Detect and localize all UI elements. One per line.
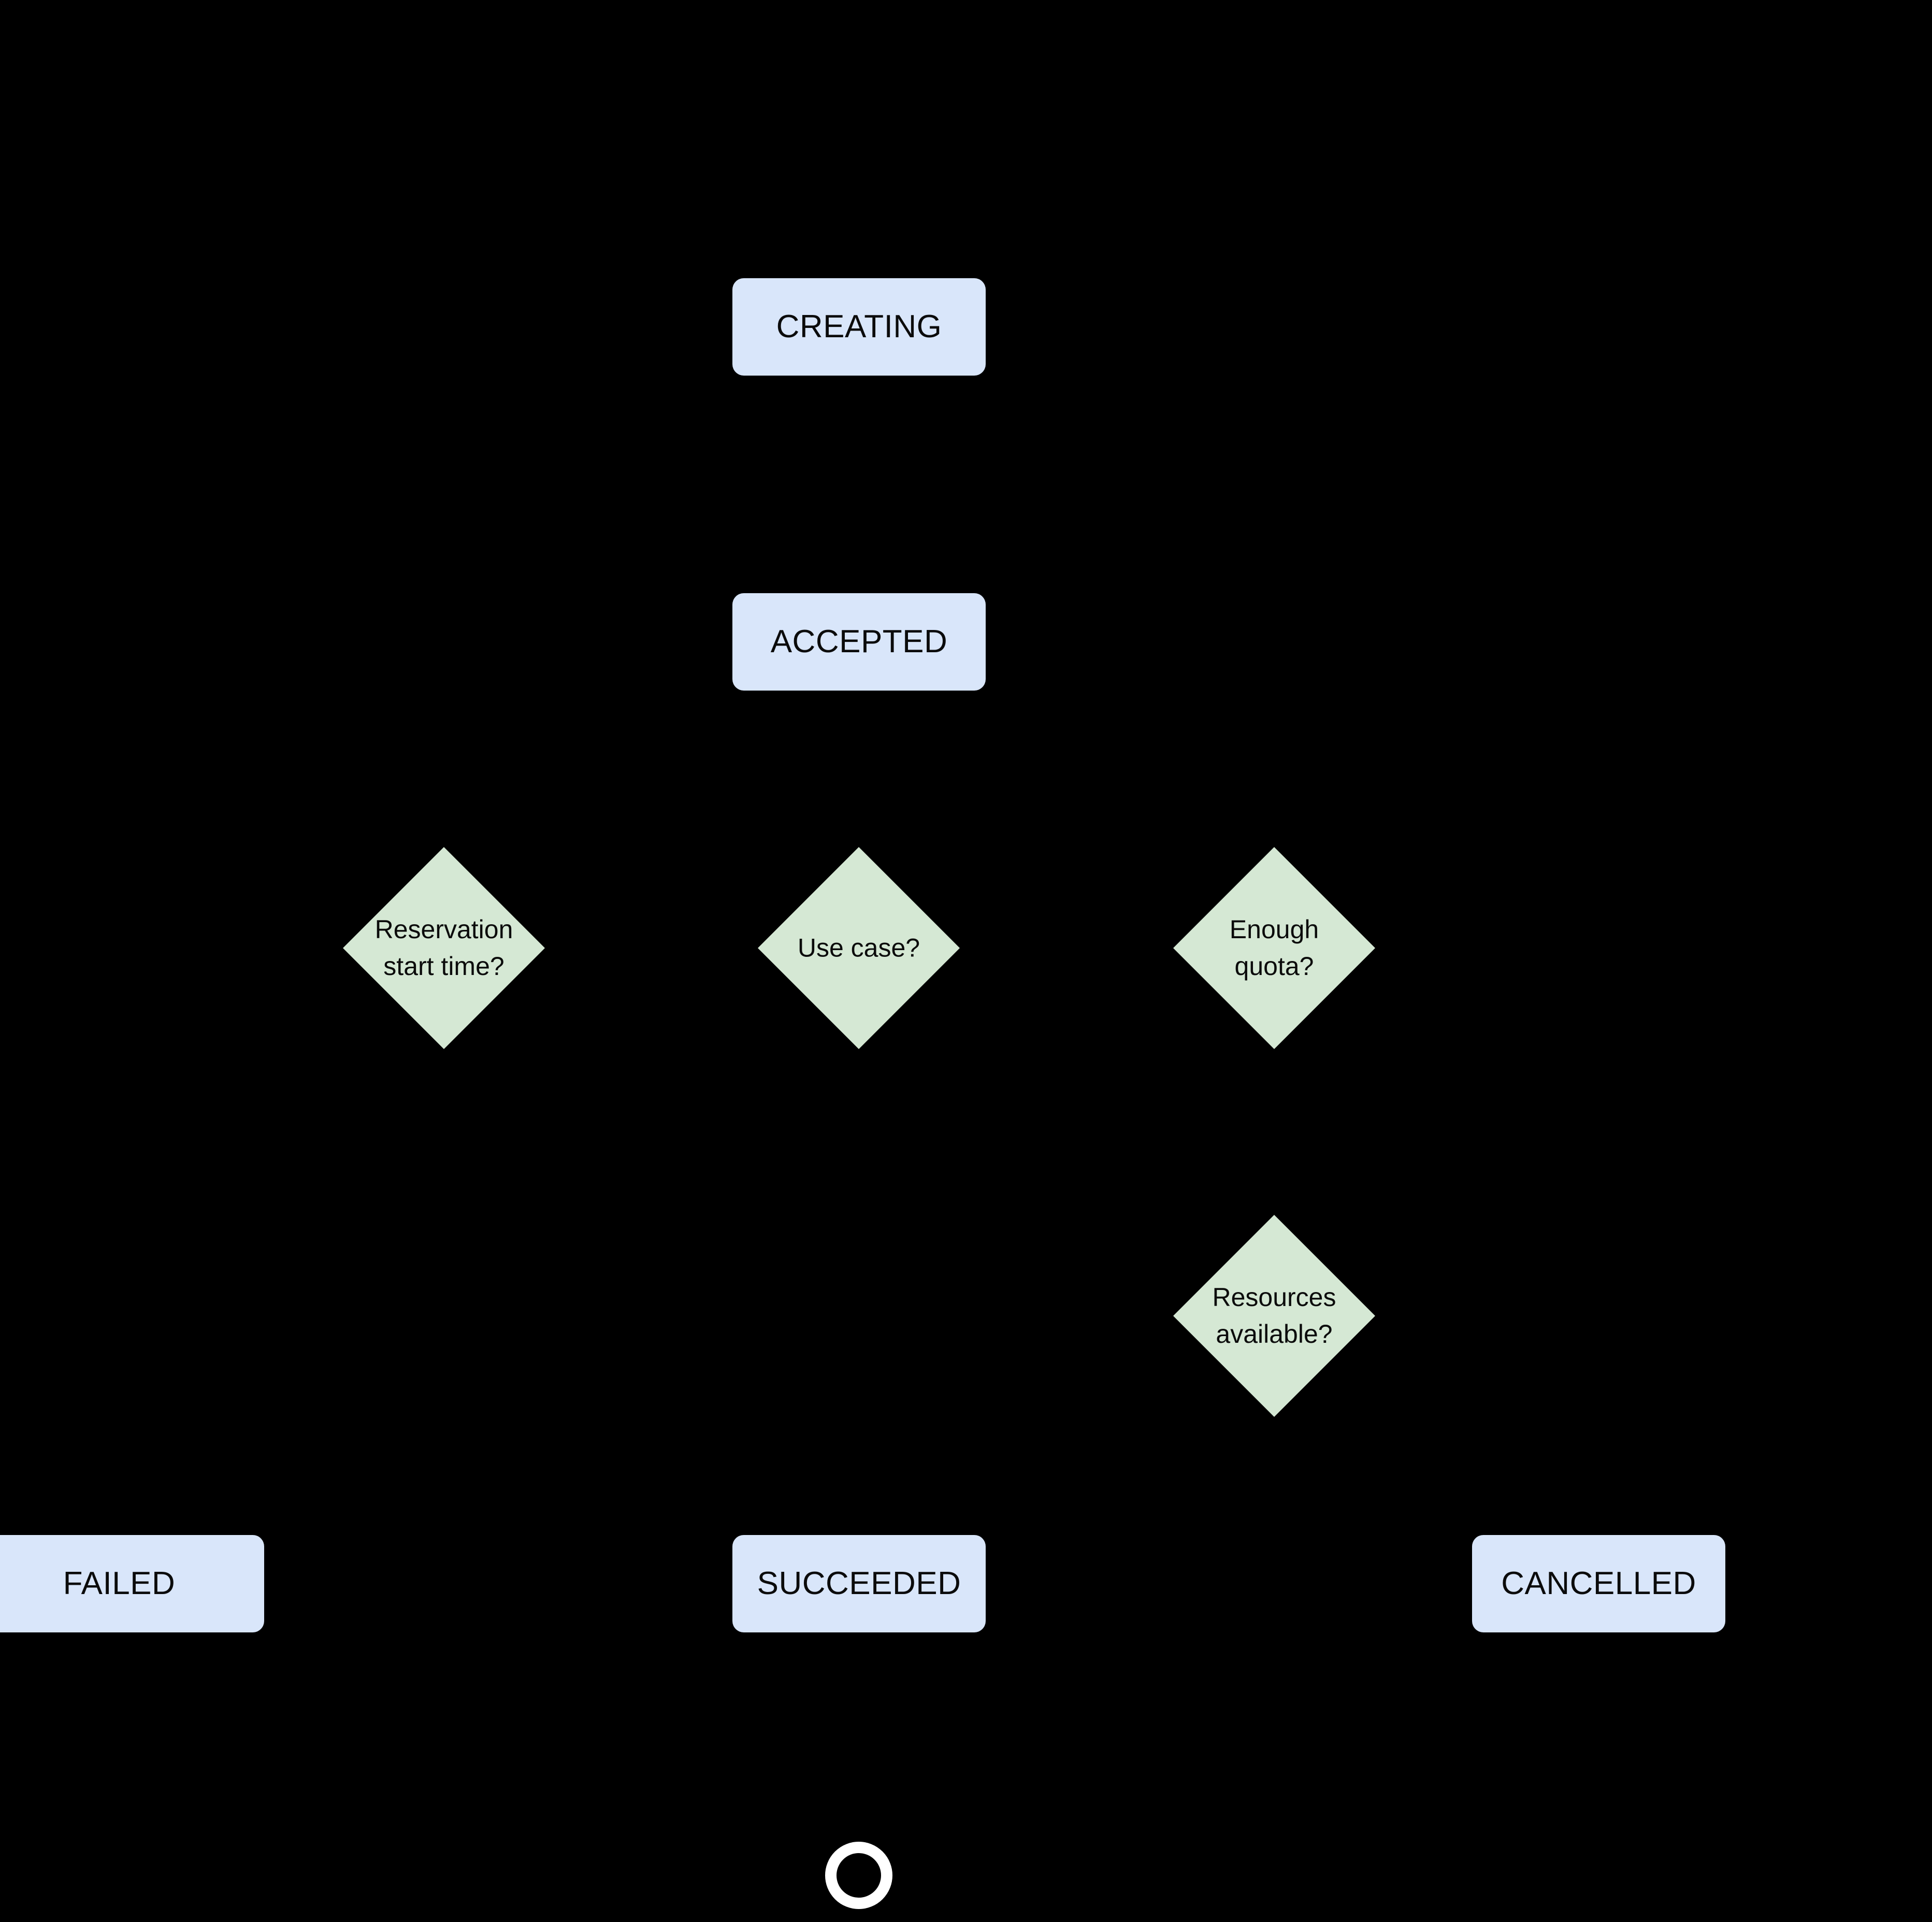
state-box-creating[interactable]: CREATING xyxy=(732,278,986,376)
edge-resources-to-cancelled xyxy=(1272,1416,1617,1539)
edge-cancelled-to-end xyxy=(888,1632,1601,1894)
edge-accepted-to-enough-quota xyxy=(857,691,1293,852)
state-box-accepted[interactable]: ACCEPTED xyxy=(732,593,986,691)
state-box-failed[interactable]: FAILED xyxy=(0,1535,264,1632)
diamond-shape xyxy=(758,847,960,1049)
edge-accepted-to-reservation-start xyxy=(425,691,861,852)
decision-node-enough-quota[interactable]: Enough quota? xyxy=(1173,847,1375,1049)
edge-failed-to-end xyxy=(117,1632,829,1894)
end-state-node[interactable] xyxy=(825,1842,892,1909)
diamond-shape xyxy=(343,847,545,1049)
decision-node-resources-available[interactable]: Resources available? xyxy=(1173,1215,1375,1417)
diamond-shape xyxy=(1173,847,1375,1049)
edge-reservation-start-to-failed xyxy=(100,1048,446,1539)
decision-node-use-case[interactable]: Use case? xyxy=(758,847,960,1049)
state-box-cancelled[interactable]: CANCELLED xyxy=(1472,1535,1725,1632)
diamond-shape xyxy=(1173,1215,1375,1417)
decision-node-reservation-start-time[interactable]: Reservation start time? xyxy=(343,847,545,1049)
state-box-succeeded[interactable]: SUCCEEDED xyxy=(732,1535,986,1632)
